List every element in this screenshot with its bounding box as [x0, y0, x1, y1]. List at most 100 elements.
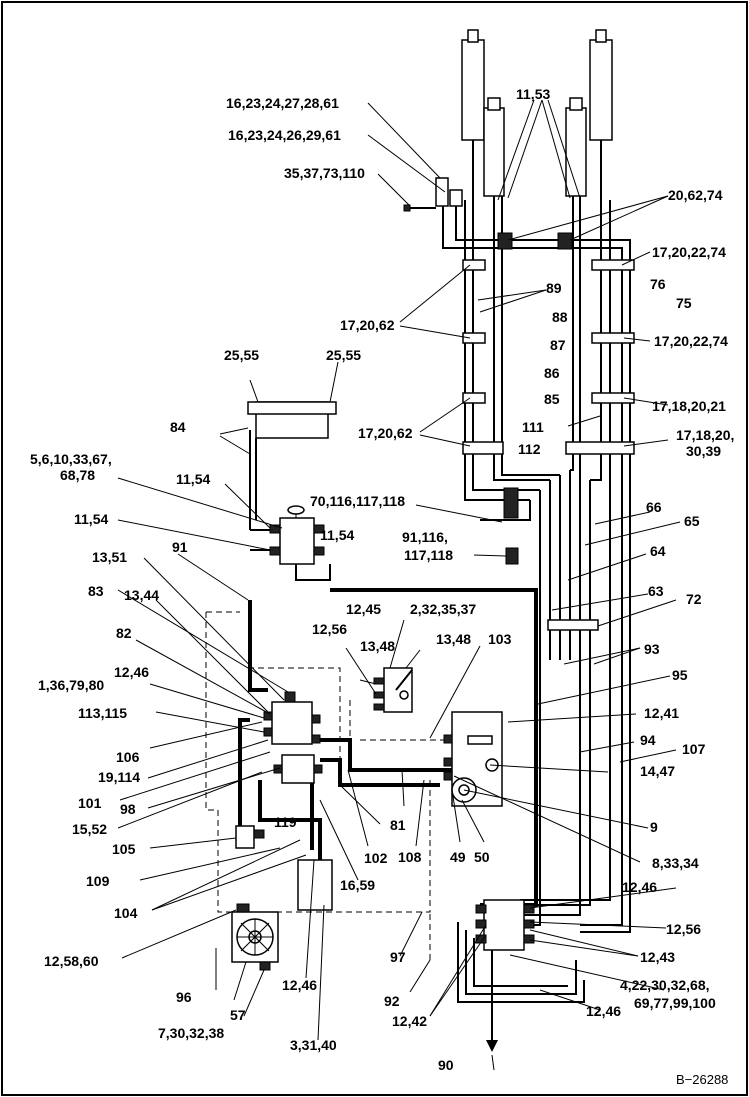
callout: 8,33,34 — [652, 855, 699, 871]
callout: 3,31,40 — [290, 1037, 337, 1053]
callout: 1,36,79,80 — [38, 677, 104, 693]
callout: 109 — [86, 873, 110, 889]
callout: 12,56 — [312, 621, 347, 637]
callout: 12,46 — [622, 879, 657, 895]
callout: 17,18,20,21 — [652, 398, 726, 414]
callout: 86 — [544, 365, 560, 381]
callout: 103 — [488, 631, 512, 647]
oil-cooler — [231, 903, 279, 971]
callout: 12,46 — [586, 1003, 621, 1019]
callout: 68,78 — [60, 467, 95, 483]
callout: 12,46 — [282, 977, 317, 993]
callout: 15,52 — [72, 821, 107, 837]
callout: 11,54 — [176, 471, 210, 487]
reference-number: B−26288 — [676, 1072, 728, 1087]
callout: 12,41 — [644, 705, 679, 721]
callout: 104 — [114, 905, 138, 921]
callout: 72 — [686, 591, 702, 607]
reservoir-top — [247, 401, 337, 530]
callout: 17,20,22,74 — [654, 333, 728, 349]
callout: 112 — [518, 441, 541, 457]
callout: 66 — [646, 499, 662, 515]
callout: 119 — [274, 814, 297, 830]
callout: 30,39 — [686, 443, 721, 459]
callout: 12,56 — [666, 921, 701, 937]
callout: 88 — [552, 309, 568, 325]
callout: 85 — [544, 391, 560, 407]
callout: 7,30,32,38 — [158, 1025, 224, 1041]
callout: 9 — [650, 819, 658, 835]
callout: 75 — [676, 295, 692, 311]
callout: 69,77,99,100 — [634, 995, 716, 1011]
callout-labels: 11,53 16,23,24,27,28,61 16,23,24,26,29,6… — [30, 86, 734, 1087]
main-control-valve — [457, 899, 585, 1052]
callout: 91 — [172, 539, 188, 555]
filter — [297, 850, 333, 911]
callout: 25,55 — [224, 347, 259, 363]
callout: 107 — [682, 741, 706, 757]
callout: 12,43 — [640, 949, 675, 965]
callout: 17,20,62 — [340, 317, 395, 333]
callout: 113,115 — [78, 705, 127, 721]
leader-lines — [117, 99, 681, 1071]
diverter-valve — [250, 505, 331, 581]
callout: 64 — [650, 543, 666, 559]
callout: 49 — [450, 849, 466, 865]
callout: 97 — [390, 949, 406, 965]
hydraulic-pump — [443, 711, 503, 807]
callout: 5,6,10,33,67, — [30, 451, 112, 467]
callout: 108 — [398, 849, 422, 865]
callout: 12,45 — [346, 601, 381, 617]
callout: 87 — [550, 337, 566, 353]
callout: 111 — [522, 419, 544, 435]
callout: 117,118 — [404, 547, 453, 563]
callout: 70,116,117,118 — [310, 493, 405, 509]
callout: 89 — [546, 280, 562, 296]
callout: 84 — [170, 419, 186, 435]
callout: 16,23,24,26,29,61 — [228, 127, 341, 143]
callout: 65 — [684, 513, 700, 529]
callout: 81 — [390, 817, 406, 833]
callout: 35,37,73,110 — [284, 165, 365, 181]
callout: 98 — [120, 801, 136, 817]
hose-runs — [442, 180, 631, 933]
callout: 11,54 — [320, 527, 354, 543]
callout: 102 — [364, 850, 388, 866]
check-valve — [235, 825, 265, 849]
callout: 19,114 — [98, 769, 140, 785]
callout: 82 — [116, 625, 132, 641]
callout: 4,22,30,32,68, — [620, 977, 710, 993]
callout: 13,44 — [124, 587, 159, 603]
callout: 101 — [78, 795, 102, 811]
callout: 63 — [648, 583, 664, 599]
callout: 57 — [230, 1007, 246, 1023]
hose-clamps — [462, 232, 635, 631]
callout: 91,116, — [402, 529, 448, 545]
callout: 12,46 — [114, 664, 149, 680]
callout: 13,48 — [436, 631, 471, 647]
callout: 105 — [112, 841, 136, 857]
pilot-valve — [373, 667, 413, 713]
callout: 96 — [176, 989, 192, 1005]
callout: 76 — [650, 276, 666, 292]
callout: 14,47 — [640, 763, 675, 779]
callout: 95 — [672, 667, 688, 683]
callout: 106 — [116, 749, 140, 765]
callout: 11,53 — [516, 86, 550, 102]
callout: 92 — [384, 993, 400, 1009]
callout: 20,62,74 — [668, 187, 723, 203]
callout: 16,23,24,27,28,61 — [226, 95, 339, 111]
callout: 16,59 — [340, 877, 375, 893]
callout: 13,51 — [92, 549, 127, 565]
callout: 17,18,20, — [676, 427, 734, 443]
callout: 90 — [438, 1057, 454, 1073]
valve-manifold — [263, 691, 323, 784]
cylinders — [461, 29, 613, 197]
callout: 11,54 — [74, 511, 108, 527]
callout: 12,42 — [392, 1013, 427, 1029]
callout: 17,20,62 — [358, 425, 413, 441]
dashed-enclosures — [205, 611, 445, 960]
